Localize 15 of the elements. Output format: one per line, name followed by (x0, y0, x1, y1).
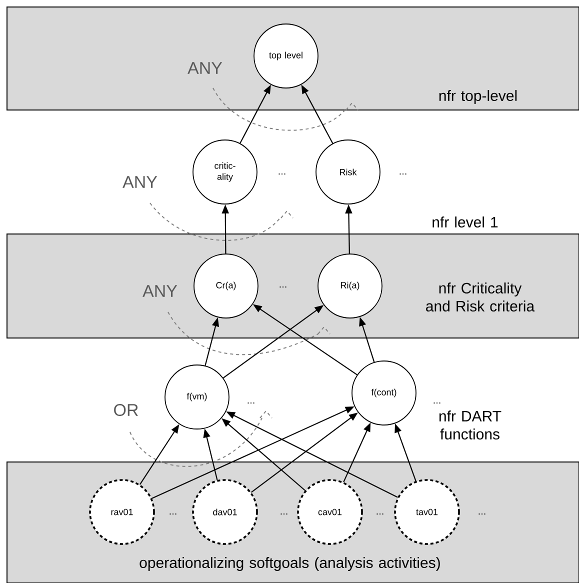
level-label: nfr level 1 (432, 216, 498, 228)
decomposition-label: OR (114, 404, 138, 416)
level-label: nfr DART functions (439, 410, 502, 440)
decomposition-label: ANY (188, 62, 222, 74)
ellipsis: ... (280, 513, 288, 515)
ellipsis: ... (170, 513, 176, 515)
ellipsis: ... (248, 402, 254, 404)
ellipsis: ... (280, 286, 286, 288)
decomposition-label: ANY (142, 285, 178, 297)
ellipsis: ... (434, 402, 440, 404)
ellipsis: ... (278, 173, 286, 175)
ellipsis: ... (478, 513, 486, 515)
ellipsis: ... (400, 173, 406, 175)
decomposition-label: ANY (122, 176, 158, 188)
ellipsis: ... (376, 513, 384, 515)
